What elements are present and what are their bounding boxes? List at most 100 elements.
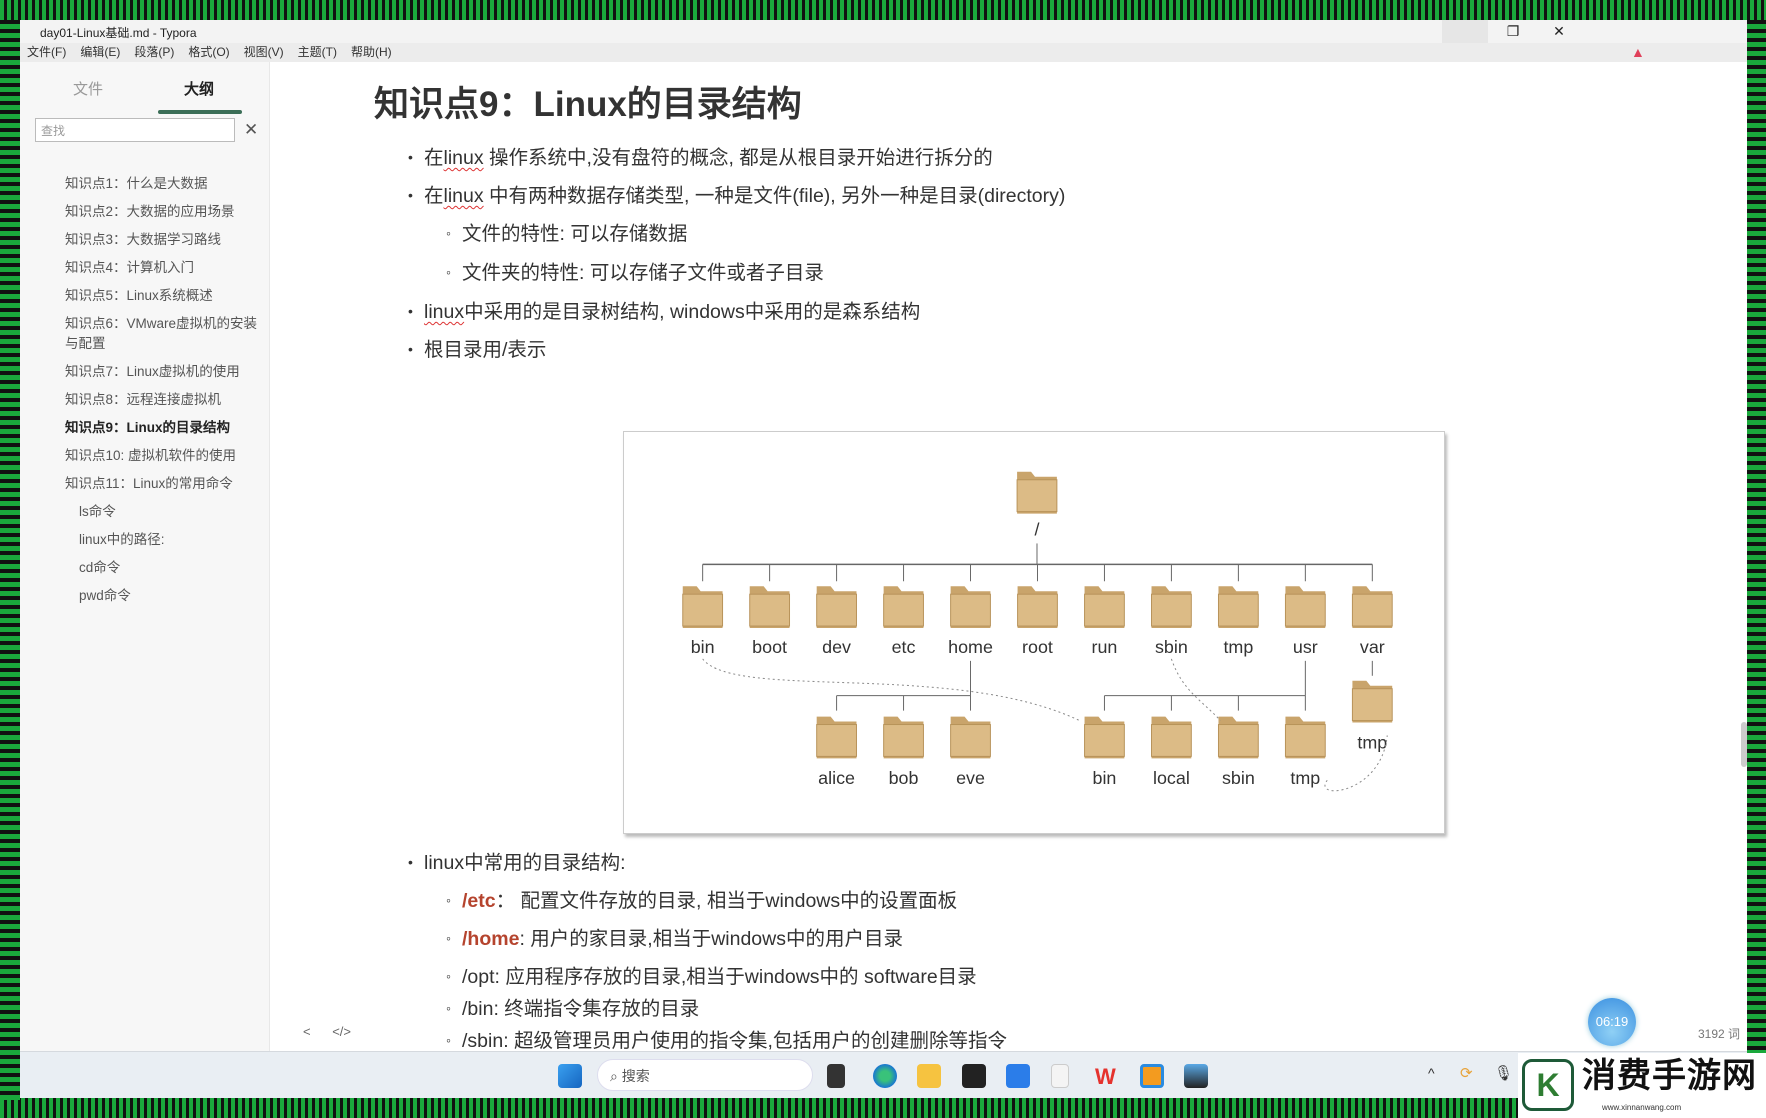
folder-icon: [883, 724, 924, 757]
bullet-marker: ◦: [446, 930, 451, 946]
mouse-cursor-icon: ▲: [1631, 44, 1645, 60]
root-folder-icon: [1016, 479, 1058, 513]
bullet-marker: ◦: [446, 1000, 451, 1016]
timer-badge[interactable]: 06:19: [1588, 998, 1636, 1046]
outline-item[interactable]: 知识点7：Linux虚拟机的使用: [65, 364, 240, 379]
menu-paragraph[interactable]: 段落(P): [134, 45, 175, 59]
outline-item[interactable]: 知识点2：大数据的应用场景: [65, 204, 235, 219]
folder-icon: [1151, 724, 1192, 757]
outline-item[interactable]: 知识点6：VMware虚拟机的安装与配置: [65, 316, 258, 351]
folder-label: sbin: [1222, 768, 1255, 788]
bullet-marker: •: [408, 187, 413, 203]
folder-label: run: [1092, 637, 1118, 657]
sidebar: 文件 大纲 查找 ✕ 知识点1：什么是大数据知识点2：大数据的应用场景知识点3：…: [20, 62, 270, 1051]
app-black-icon[interactable]: [962, 1064, 986, 1088]
tab-outline[interactable]: 大纲: [184, 81, 215, 98]
folder-icon: [816, 593, 857, 627]
watermark-url: www.xinnanwang.com: [1602, 1103, 1682, 1112]
tray-sync-icon[interactable]: ⟳: [1460, 1065, 1473, 1082]
folder-icon: [1084, 593, 1125, 627]
folder-icon: [682, 593, 724, 627]
outline-search-input[interactable]: 查找: [35, 118, 235, 142]
list-item: •linux中常用的目录结构:: [408, 846, 626, 875]
outline-item[interactable]: ls命令: [79, 504, 116, 519]
tray-mic-icon[interactable]: 🎙: [1494, 1065, 1514, 1082]
scrollbar[interactable]: [1741, 722, 1747, 767]
edge-icon[interactable]: [873, 1064, 897, 1088]
bullet-marker: •: [408, 149, 413, 165]
bullet-marker: ◦: [446, 968, 451, 984]
folder-icon: [1017, 593, 1058, 627]
close-icon[interactable]: ✕: [1553, 23, 1565, 39]
menu-help[interactable]: 帮助(H): [350, 45, 392, 59]
list-text-pre: 在: [424, 147, 444, 169]
chat-icon[interactable]: [1006, 1064, 1030, 1088]
outline-item[interactable]: 知识点5：Linux系统概述: [65, 288, 213, 303]
frame-right: [1747, 20, 1766, 1100]
active-tab-indicator: [158, 110, 242, 114]
outline-list: 知识点1：什么是大数据知识点2：大数据的应用场景知识点3：大数据学习路线知识点4…: [65, 174, 260, 614]
app-screen-icon[interactable]: [1184, 1064, 1208, 1088]
folder-icon: [1284, 724, 1326, 757]
folder-icon: [1217, 593, 1259, 627]
list-item: ◦/sbin: 超级管理员用户使用的指令集,包括用户的创建删除等指令: [446, 1024, 1007, 1051]
bullet-marker: ◦: [446, 1032, 451, 1048]
menu-format[interactable]: 格式(O): [188, 45, 230, 59]
bullet-marker: •: [408, 854, 413, 870]
list-text-post: : 用户的家目录,相当于windows中的用户目录: [519, 928, 903, 950]
clear-search-icon[interactable]: ✕: [244, 120, 259, 139]
folder-icon: [1351, 593, 1393, 627]
tab-files[interactable]: 文件: [73, 81, 104, 98]
menu-view[interactable]: 视图(V): [243, 45, 284, 59]
symlink-arrow: [1170, 658, 1221, 721]
outline-item[interactable]: 知识点1：什么是大数据: [65, 176, 208, 191]
outline-item[interactable]: 知识点11：Linux的常用命令: [65, 476, 233, 491]
back-button[interactable]: <: [303, 1024, 311, 1039]
list-item: ◦ 文件的特性: 可以存储数据: [446, 217, 687, 246]
start-icon[interactable]: [558, 1064, 582, 1088]
symlink-arrow: [702, 658, 1080, 722]
outline-item[interactable]: linux中的路径:: [79, 532, 165, 547]
outline-item[interactable]: 知识点3：大数据学习路线: [65, 232, 222, 247]
folder-icon: [1351, 688, 1393, 722]
word-count[interactable]: 3192 词: [1698, 1027, 1741, 1041]
bullet-marker: ◦: [446, 225, 451, 241]
list-text-red: /home: [462, 928, 520, 950]
folder-icon: [816, 724, 857, 757]
folder-label: bin: [1092, 768, 1116, 788]
list-item: •在linux 操作系统中,没有盘符的概念, 都是从根目录开始进行拆分的: [408, 141, 993, 170]
folder-label: eve: [956, 768, 985, 788]
folder-label: root: [1022, 637, 1053, 657]
folder-icon: [1284, 593, 1326, 627]
outline-item[interactable]: 知识点9：Linux的目录结构: [65, 420, 231, 435]
outline-item[interactable]: cd命令: [79, 560, 121, 575]
list-text-post: 中有两种数据存储类型, 一种是文件(file), 另外一种是目录(directo…: [483, 185, 1066, 207]
bullet-marker: •: [408, 303, 413, 319]
menu-edit[interactable]: 编辑(E): [80, 45, 121, 59]
wps-icon[interactable]: W: [1095, 1064, 1116, 1089]
notepad-icon[interactable]: [1051, 1064, 1069, 1088]
folder-label: local: [1153, 768, 1190, 788]
minimize-button[interactable]: [1442, 20, 1488, 43]
outline-item[interactable]: 知识点10: 虚拟机软件的使用: [65, 448, 237, 463]
list-item: ◦文件夹的特性: 可以存储子文件或者子目录: [446, 256, 824, 285]
list-text-pre: 文件的特性: 可以存储数据: [462, 223, 688, 245]
file-explorer-icon[interactable]: [917, 1064, 941, 1088]
task-view-icon[interactable]: [827, 1064, 845, 1088]
taskbar-search[interactable]: ⌕ 搜索: [597, 1059, 813, 1091]
menu-file[interactable]: 文件(F): [27, 45, 67, 59]
menu-bar: 文件(F) 编辑(E) 段落(P) 格式(O) 视图(V) 主题(T) 帮助(H): [20, 43, 1747, 62]
watermark-logo: K: [1522, 1059, 1574, 1111]
source-mode-button[interactable]: </>: [332, 1024, 352, 1039]
outline-item[interactable]: pwd命令: [79, 588, 131, 603]
list-item: ◦/opt: 应用程序存放的目录,相当于windows中的 software目录: [446, 960, 977, 989]
restore-icon[interactable]: ❐: [1506, 23, 1520, 39]
tray-chevron-icon[interactable]: ^: [1428, 1065, 1435, 1081]
app-orange-icon[interactable]: [1140, 1064, 1164, 1088]
menu-theme[interactable]: 主题(T): [297, 45, 337, 59]
outline-item[interactable]: 知识点4：计算机入门: [65, 260, 195, 275]
editor[interactable]: 知识点9：Linux的目录结构 •在linux 操作系统中,没有盘符的概念, 都…: [270, 62, 1747, 1051]
list-text-red: /etc: [462, 890, 496, 912]
outline-item[interactable]: 知识点8：远程连接虚拟机: [65, 392, 222, 407]
